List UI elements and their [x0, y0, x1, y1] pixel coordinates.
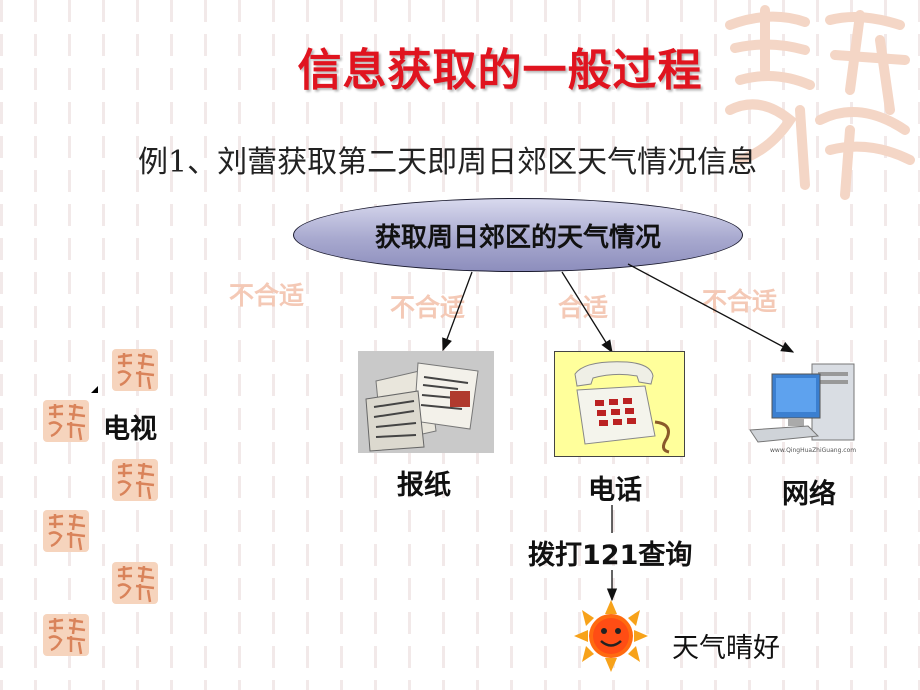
- center-node: 获取周日郊区的天气情况: [293, 198, 743, 272]
- seal-stamp-icon: [110, 347, 160, 393]
- center-node-label: 获取周日郊区的天气情况: [374, 222, 661, 253]
- computer-icon: www.QingHuaZhiGuang.com: [749, 363, 856, 454]
- seal-stamp-icon: [41, 398, 91, 444]
- telephone-icon: [574, 361, 670, 454]
- calligraphy-decoration-icon: [725, 5, 915, 200]
- evaluation-internet: 不合适: [702, 287, 778, 316]
- seal-stamp-icon: [41, 508, 91, 554]
- computer-caption: www.QingHuaZhiGuang.com: [770, 447, 856, 454]
- source-tv-label: 电视: [103, 414, 157, 445]
- source-internet-label: 网络: [782, 479, 836, 510]
- step-label: 拨打121查询: [528, 540, 693, 571]
- triangle-marker: [91, 386, 98, 393]
- source-phone-label: 电话: [588, 475, 642, 506]
- newspaper-icon: [365, 362, 479, 452]
- seal-stamp-icon: [110, 560, 160, 606]
- evaluation-tv: 不合适: [229, 281, 305, 310]
- newspaper-image: [358, 351, 494, 453]
- evaluation-newspaper: 不合适: [390, 293, 466, 322]
- slide-title: 信息获取的一般过程: [297, 45, 703, 96]
- result-label: 天气晴好: [672, 633, 780, 664]
- evaluation-phone: 合适: [558, 293, 609, 322]
- source-newspaper-label: 报纸: [397, 470, 451, 501]
- sun-icon: [574, 600, 648, 672]
- seal-stamp-icon: [110, 457, 160, 503]
- seal-stamp-icon: [41, 612, 91, 658]
- slide-subtitle: 例1、刘蕾获取第二天即周日郊区天气情况信息: [138, 145, 758, 180]
- telephone-image: [554, 351, 685, 457]
